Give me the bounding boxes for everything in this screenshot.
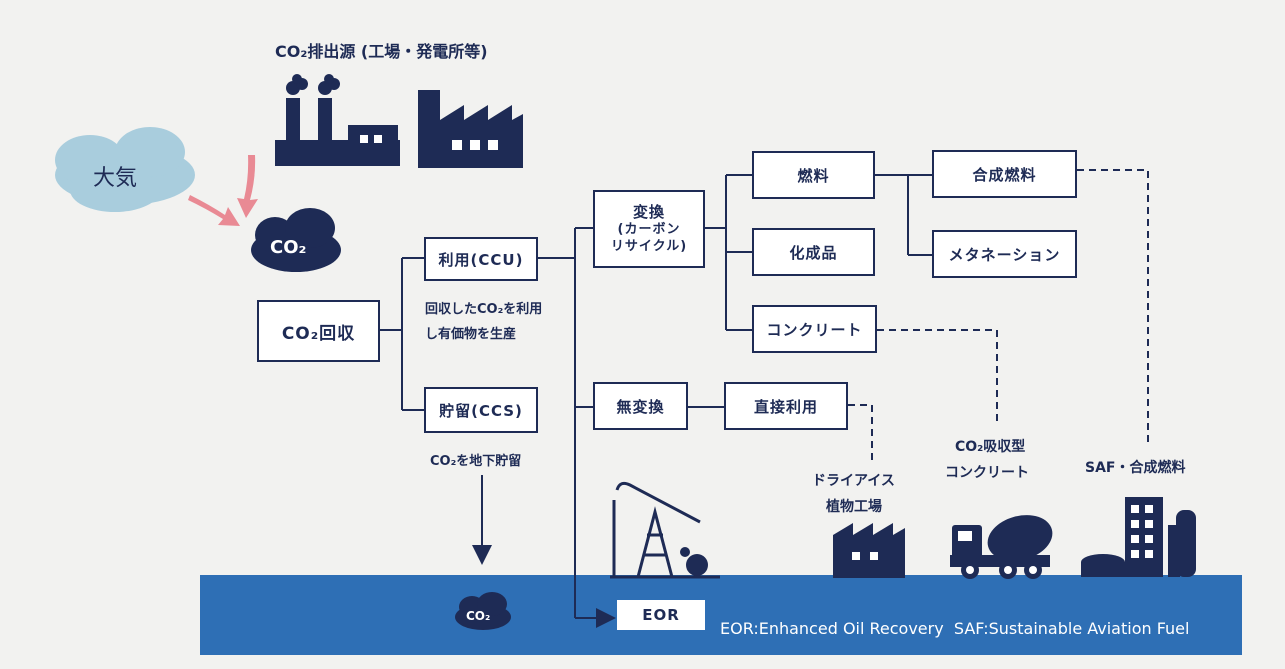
dashed-links bbox=[848, 169, 1149, 460]
eor-box: EOR bbox=[617, 600, 705, 630]
truck-wheel-hubs bbox=[958, 531, 1037, 574]
ccu-desc-line2: し有価物を生産 bbox=[425, 327, 517, 342]
ccu-box: 利用(CCU) bbox=[424, 237, 538, 281]
conversion-line2: (カーボン bbox=[617, 221, 681, 237]
storage-co2-cloud bbox=[455, 592, 511, 630]
tree-lines bbox=[380, 174, 932, 628]
atmosphere-arrows bbox=[188, 155, 258, 226]
ground-band bbox=[200, 575, 1242, 655]
oil-drop-icon bbox=[680, 547, 708, 576]
chemicals-box: 化成品 bbox=[752, 228, 875, 276]
plant-factory-windows bbox=[852, 552, 878, 560]
co2-concrete-label-line2: コンクリート bbox=[945, 465, 1029, 481]
power-plant-icon bbox=[275, 74, 400, 166]
atmosphere-label: 大気 bbox=[93, 166, 138, 191]
synthetic-fuel-box: 合成燃料 bbox=[932, 150, 1077, 198]
fuel-box: 燃料 bbox=[752, 151, 875, 199]
conversion-line1: 変換 bbox=[632, 202, 665, 221]
ccu-desc-line1: 回収したCO₂を利用 bbox=[425, 302, 543, 317]
factory-icon bbox=[418, 90, 523, 168]
co2-concrete-label-line1: CO₂吸収型 bbox=[955, 439, 1026, 455]
direct-use-box: 直接利用 bbox=[724, 382, 848, 430]
oil-pump-icon bbox=[610, 481, 720, 579]
factory-windows bbox=[360, 135, 498, 150]
no-conversion-box: 無変換 bbox=[593, 382, 688, 430]
storage-co2-label: CO₂ bbox=[466, 609, 491, 623]
co2-cloud bbox=[251, 208, 341, 272]
co2-cloud-label: CO₂ bbox=[270, 237, 307, 258]
saf-label: SAF・合成燃料 bbox=[1085, 460, 1186, 476]
concrete-box: コンクリート bbox=[752, 305, 877, 353]
abbreviation-legend: EOR:Enhanced Oil Recovery SAF:Sustainabl… bbox=[720, 619, 1190, 638]
refinery-windows bbox=[1131, 505, 1153, 558]
capture-box: CO₂回収 bbox=[257, 300, 380, 362]
plant-factory-icon bbox=[833, 523, 905, 578]
ccs-desc: CO₂を地下貯留 bbox=[430, 454, 522, 469]
conversion-box: 変換 (カーボン リサイクル) bbox=[593, 190, 705, 268]
conversion-line3: リサイクル) bbox=[610, 238, 688, 254]
dry-ice-label-line2: 植物工場 bbox=[826, 499, 882, 515]
mixer-truck-icon bbox=[950, 515, 1053, 579]
atmosphere-cloud bbox=[55, 127, 195, 212]
ccs-box: 貯留(CCS) bbox=[424, 387, 538, 433]
dry-ice-label-line1: ドライアイス bbox=[812, 473, 895, 489]
sources-title: CO₂排出源 (工場・発電所等) bbox=[275, 42, 488, 61]
methanation-box: メタネーション bbox=[932, 230, 1077, 278]
refinery-icon bbox=[1081, 497, 1196, 577]
